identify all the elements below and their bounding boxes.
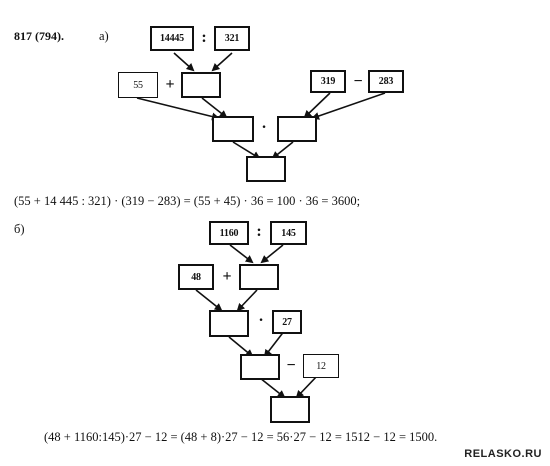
box-a-right-empty (277, 116, 317, 142)
op-b-divide: : (256, 223, 262, 240)
arrow-a-left-to-result (232, 141, 261, 160)
arrow-b-145-to-quot (260, 244, 284, 264)
watermark: RELASKO.RU (464, 448, 542, 460)
box-b-quot-empty (239, 264, 279, 290)
arrow-a-319-to-diff (303, 92, 331, 119)
box-b-48: 48 (178, 264, 214, 290)
op-a-minus: − (353, 73, 363, 90)
op-a-divide: : (201, 29, 207, 46)
problem-number: 817 (794). (14, 29, 64, 43)
arrow-b-48-to-sum (195, 289, 223, 312)
op-b-multiply: · (258, 312, 264, 329)
arrow-b-1160-to-quot (229, 244, 254, 264)
arrow-b-27-to-product (263, 329, 286, 358)
box-a-result-empty (246, 156, 286, 182)
box-a-55: 55 (118, 72, 158, 98)
box-b-12: 12 (303, 354, 339, 378)
op-b-minus: − (286, 357, 296, 374)
op-b-plus: + (222, 268, 232, 285)
arrow-a-right-to-result (271, 141, 294, 160)
arrow-b-sum-to-product (228, 336, 254, 358)
arrow-b-product-to-result (259, 377, 286, 399)
arrow-a-283-to-diff (311, 92, 386, 120)
box-b-result-empty (270, 396, 310, 423)
box-a-283: 283 (368, 70, 404, 93)
box-a-sum-empty (181, 72, 221, 98)
box-a-319: 319 (310, 70, 346, 93)
box-b-145: 145 (270, 221, 307, 245)
arrow-a-14445-to-sum (173, 52, 195, 72)
box-b-product-empty (240, 354, 280, 380)
box-a-321: 321 (214, 26, 250, 51)
arrow-a-55-to-product (136, 97, 220, 121)
arrow-a-321-to-sum (211, 52, 233, 72)
op-a-plus: + (165, 76, 175, 93)
box-a-left-empty (212, 116, 254, 142)
arrow-b-quot-to-sum (236, 289, 258, 312)
equation-a: (55 + 14 445 : 321) · (319 − 283) = (55 … (14, 194, 361, 208)
arrow-b-12-to-result (295, 374, 319, 399)
part-a-label: а) (99, 29, 109, 43)
op-a-multiply: · (261, 119, 267, 136)
box-b-sum-empty (209, 310, 249, 337)
box-a-14445: 14445 (150, 26, 194, 51)
part-b-label: б) (14, 222, 25, 236)
box-b-27: 27 (272, 310, 302, 334)
equation-b: (48 + 1160:145)·27 − 12 = (48 + 8)·27 − … (44, 430, 438, 444)
arrow-a-sum-to-product (201, 97, 228, 119)
box-b-1160: 1160 (209, 221, 249, 245)
